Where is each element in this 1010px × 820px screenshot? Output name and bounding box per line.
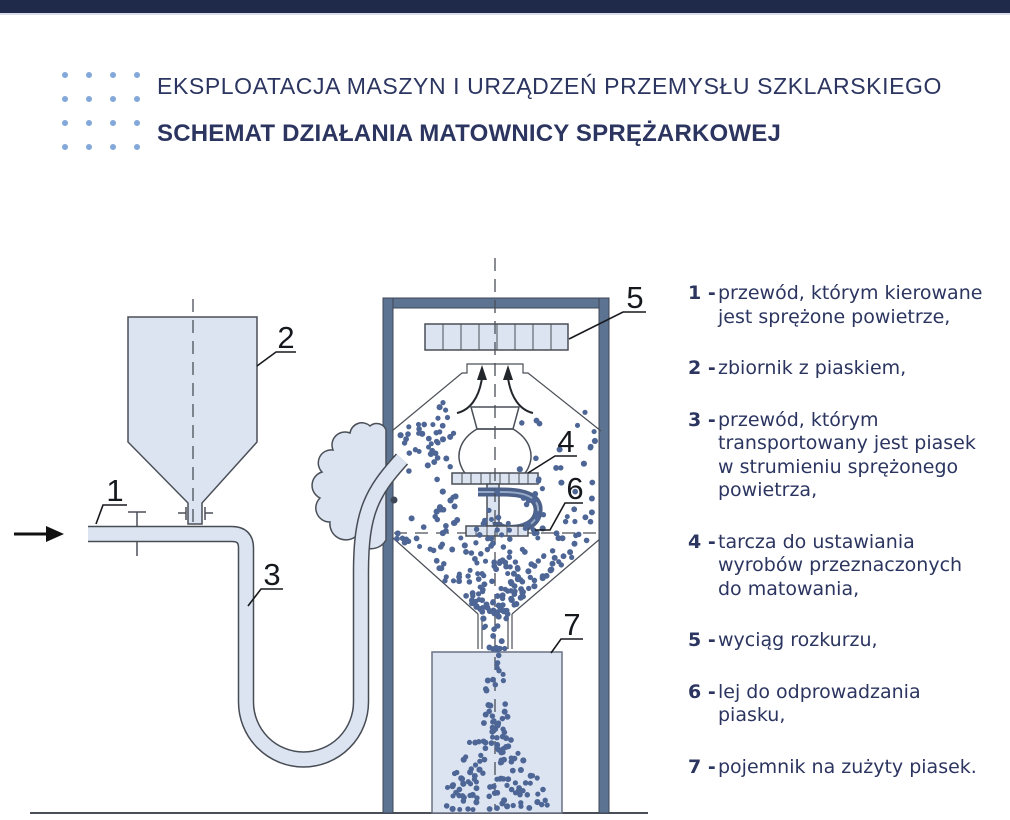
legend-item: 2 -zbiornik z piaskiem, (688, 357, 994, 381)
dots-grid-icon (62, 72, 158, 168)
top-bar (0, 0, 1010, 15)
legend-items: 1 -przewód, którym kierowane jest sprężo… (688, 282, 994, 779)
diagram-label-3: 3 (263, 557, 280, 592)
diagram-label-2: 2 (277, 320, 294, 355)
legend-item-text: przewód, którym transportowany jest pias… (718, 408, 976, 502)
legend-item-text: tarcza do ustawiania wyrobów przeznaczon… (718, 530, 963, 600)
legend-item: 3 -przewód, którym transportowany jest p… (688, 409, 994, 503)
page-title: SCHEMAT DZIAŁANIA MATOWNICY SPRĘŻARKOWEJ (157, 120, 781, 147)
diagram-label-4: 4 (557, 424, 574, 459)
suction-hood (391, 363, 602, 432)
legend-item-text: wyciąg rozkurzu, (718, 629, 878, 651)
course-title: EKSPLOATACJA MASZYN I URZĄDZEŃ PRZEMYSŁU… (157, 73, 942, 99)
diagram-labels: 1 2 3 4 5 6 7 (95, 280, 646, 654)
legend-item-number: 1 - (688, 282, 716, 304)
legend-item: 7 -pojemnik na zużyty piasek. (688, 756, 994, 780)
legend-item: 6 -lej do odprowadzania piasku, (688, 681, 994, 728)
legend-item-text: przewód, którym kierowane jest sprężone … (718, 282, 983, 328)
dust-extractor (424, 323, 569, 351)
legend-item-number: 6 - (688, 680, 716, 703)
sand-funnel (392, 532, 602, 649)
legend-item-number: 2 - (688, 357, 716, 379)
legend-item: 4 -tarcza do ustawiania wyrobów przeznac… (688, 531, 994, 602)
legend-item: 1 -przewód, którym kierowane jest sprężo… (688, 282, 994, 329)
air-inlet-arrow-icon (14, 526, 64, 542)
airflow-up-arrows (456, 365, 534, 414)
pipe-valve-marks (128, 507, 213, 556)
legend-item-text: zbiornik z piaskiem, (718, 357, 907, 379)
sand-hopper (127, 316, 258, 525)
cabinet (382, 297, 610, 814)
diagram-label-5: 5 (626, 280, 643, 315)
diagram-label-6: 6 (566, 471, 583, 506)
transport-pipe (88, 453, 409, 768)
diagram-label-7: 7 (563, 607, 580, 642)
diagram-label-1: 1 (106, 473, 123, 508)
wall-bolt (390, 496, 398, 504)
legend-item: 5 -wyciąg rozkurzu, (688, 629, 994, 653)
legend-item-text: lej do odprowadzania piasku, (718, 680, 921, 727)
legend-item-text: pojemnik na zużyty piasek. (718, 755, 977, 778)
legend-item-number: 3 - (688, 408, 716, 431)
sand-particles (394, 400, 598, 813)
legend-item-number: 5 - (688, 629, 716, 651)
legend: 1 -przewód, którym kierowane jest sprężo… (688, 282, 994, 779)
legend-item-number: 4 - (688, 530, 716, 553)
legend-item-number: 7 - (688, 755, 716, 778)
